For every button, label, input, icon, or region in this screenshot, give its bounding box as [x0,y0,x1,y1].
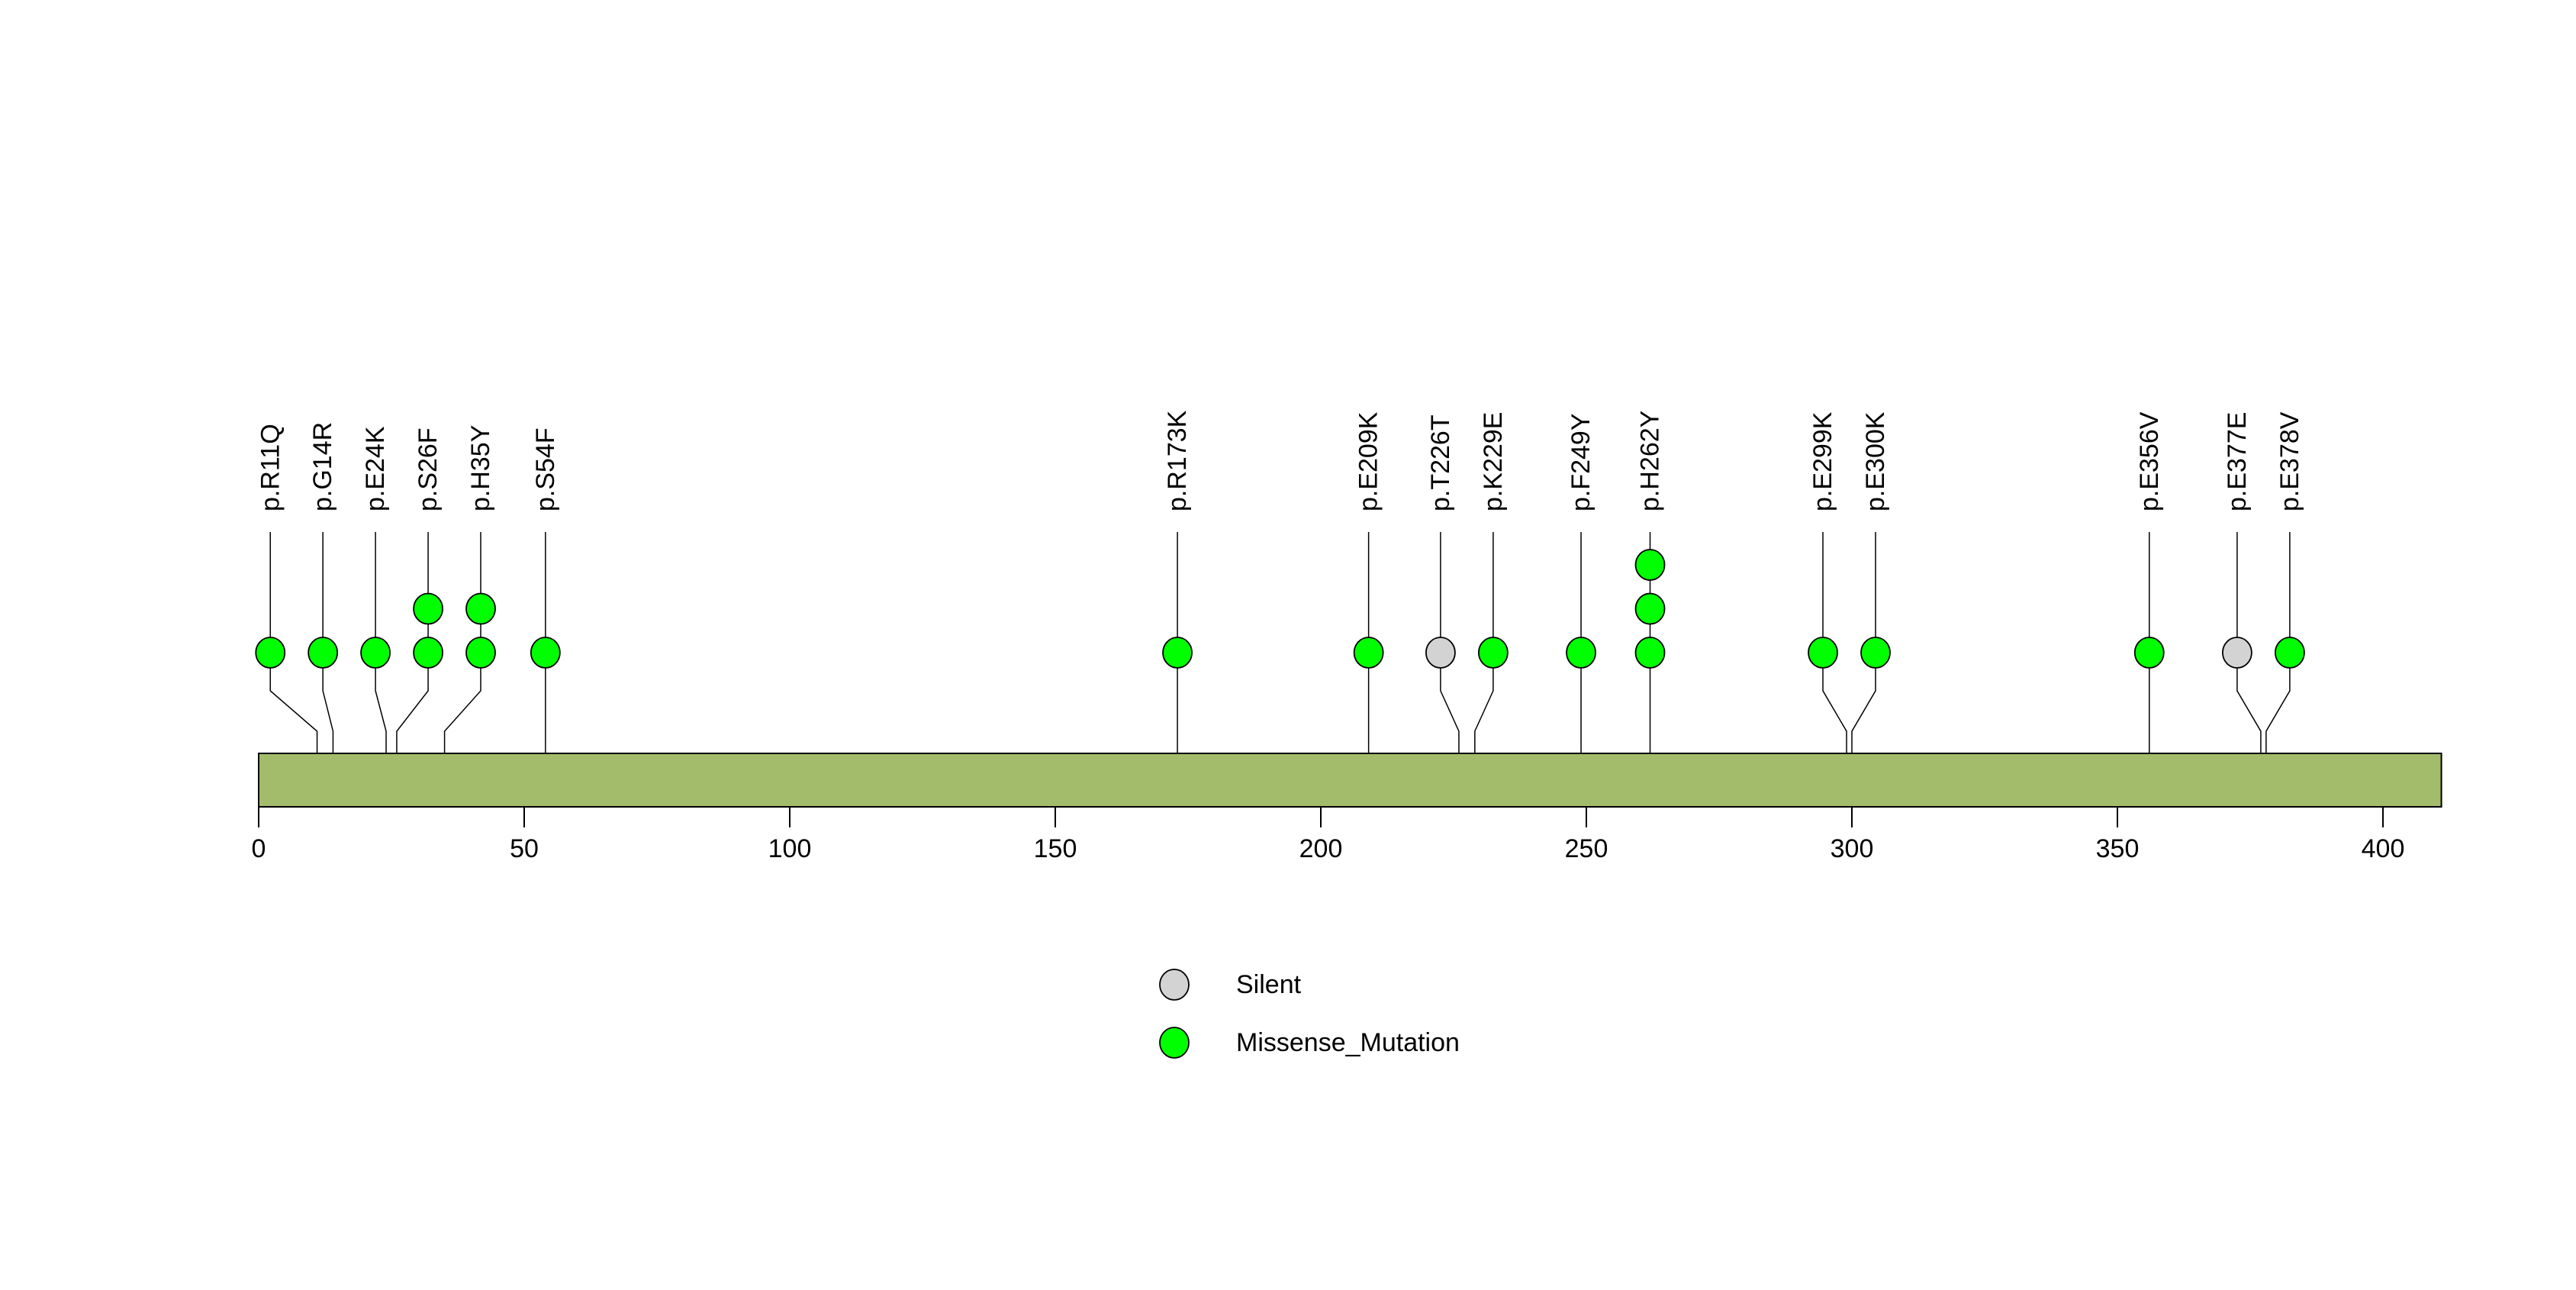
mutation-circle [1566,637,1596,669]
mutation-label: p.K229E [1479,412,1508,511]
mutation-label: p.E356V [2135,411,2164,511]
mutation-circle [255,637,286,669]
mutation-circle [1860,637,1891,669]
mutation-label: p.F249Y [1567,413,1596,511]
axis-tick-label: 200 [1299,834,1343,863]
mutation-circle [360,637,391,669]
mutation-circle [308,637,339,669]
mutation-label: p.E209K [1354,411,1383,511]
mutation-circle [1425,637,1456,669]
axis-tick-label: 250 [1565,834,1608,863]
mutation-label: p.H35Y [466,425,495,511]
mutation-circle [2274,637,2305,669]
mutation-circle [1162,637,1193,669]
mutation-circle [530,637,561,669]
axis-tick-label: 400 [2362,834,2405,863]
mutation-label: p.R173K [1163,410,1192,511]
mutation-label: p.T226T [1426,414,1455,511]
mutation-circle [465,637,496,669]
legend-swatch-missense_mutation [1159,1027,1190,1059]
mutation-label: p.E378V [2275,411,2304,511]
mutation-circle [1634,592,1666,625]
mutation-label: p.E24K [361,426,390,511]
protein-domain-bar [258,753,2442,808]
mutation-circle [465,592,496,625]
axis-tick-label: 150 [1034,834,1077,863]
mutation-label: p.H262Y [1636,411,1665,511]
mutation-circle [1353,637,1384,669]
mutation-label: p.E299K [1808,411,1837,511]
legend-swatch-silent [1159,969,1190,1001]
mutation-label: p.G14R [308,422,337,511]
mutation-circle [1478,637,1509,669]
mutation-circle [1808,637,1838,669]
mutation-label: p.E377E [2223,412,2252,511]
axis-tick-label: 300 [1831,834,1874,863]
mutation-circle [1634,549,1666,581]
mutation-circle [413,637,443,669]
axis-tick-label: 350 [2096,834,2140,863]
mutation-circle [2133,637,2165,669]
axis-tick-label: 0 [252,834,266,863]
mutation-label: p.R11Q [256,424,285,511]
mutation-circle [1634,637,1666,669]
mutation-circle [413,592,443,625]
mutation-label: p.S26F [414,427,443,511]
axis-tick-label: 50 [510,834,539,863]
mutation-label: p.E300K [1861,411,1890,511]
axis-tick-label: 100 [768,834,812,863]
mutation-circle [2221,637,2252,669]
mutation-label: p.S54F [531,427,560,511]
legend-label: Silent [1236,970,1302,999]
legend-label: Missense_Mutation [1236,1028,1460,1057]
